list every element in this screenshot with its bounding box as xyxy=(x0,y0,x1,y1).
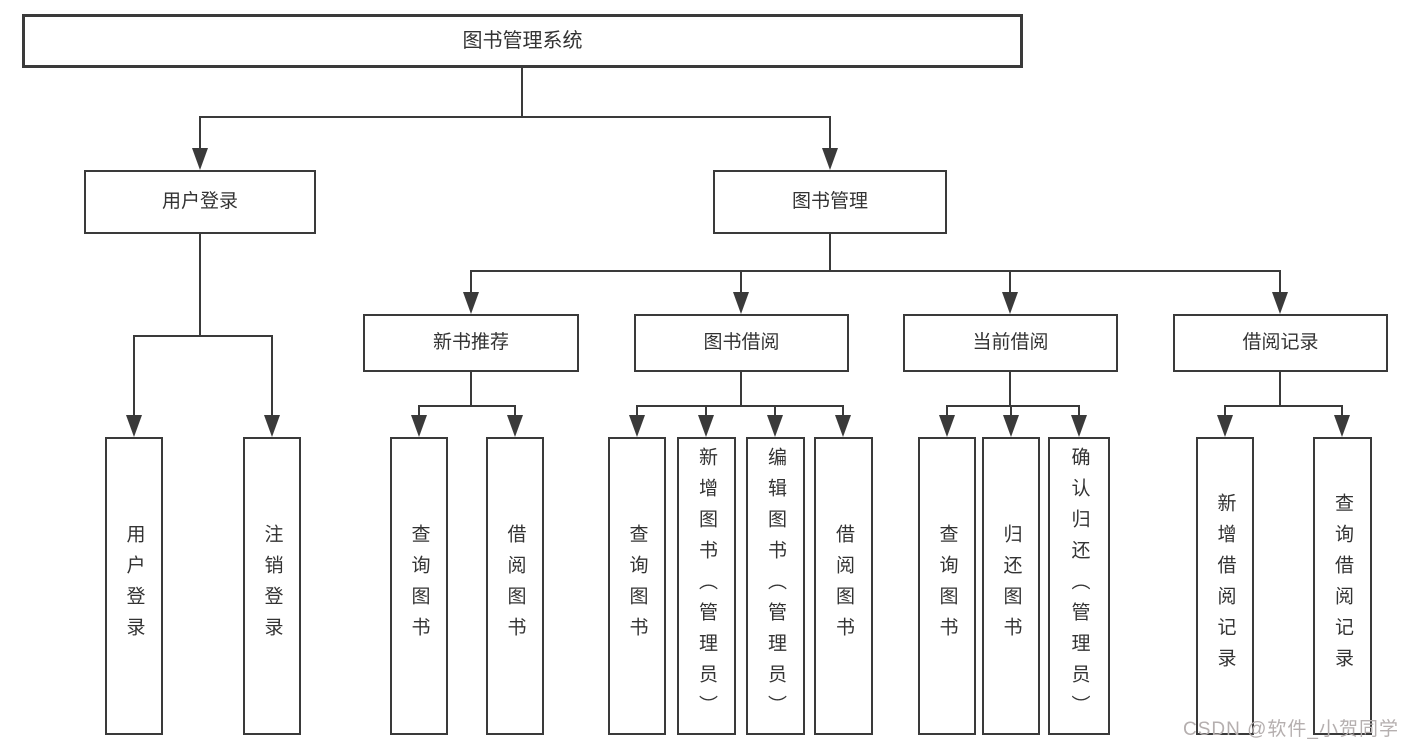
arrowhead-icon xyxy=(411,415,427,437)
leaf-borrow-books-recommend: 借阅图书 xyxy=(486,437,544,735)
leaf-label: 查询图书 xyxy=(408,524,430,648)
node-label: 当前借阅 xyxy=(972,331,1049,353)
node-label: 新书推荐 xyxy=(432,331,509,353)
arrowhead-icon xyxy=(1334,415,1350,437)
arrowhead-icon xyxy=(822,148,838,170)
arrowhead-icon xyxy=(733,292,749,314)
node-label: 图书借阅 xyxy=(703,331,780,353)
leaf-label: 编辑图书（管理员） xyxy=(765,446,786,726)
node-label: 借阅记录 xyxy=(1242,331,1319,353)
arrowhead-icon xyxy=(1071,415,1087,437)
arrowhead-icon xyxy=(629,415,645,437)
leaf-label: 查询图书 xyxy=(626,524,648,648)
arrowhead-icon xyxy=(1003,415,1019,437)
node-new-book-recommend: 新书推荐 xyxy=(363,314,579,372)
leaf-edit-books-admin: 编辑图书（管理员） xyxy=(746,437,805,735)
leaf-label: 新增借阅记录 xyxy=(1214,493,1236,679)
leaf-query-books-borrow: 查询图书 xyxy=(608,437,666,735)
leaf-label: 借阅图书 xyxy=(504,524,526,648)
leaf-label: 查询借阅记录 xyxy=(1332,493,1353,679)
arrowhead-icon xyxy=(939,415,955,437)
arrowhead-icon xyxy=(264,415,280,437)
csdn-watermark: CSDN @软件_小贺同学 xyxy=(1183,719,1399,740)
arrowhead-icon xyxy=(1002,292,1018,314)
arrowhead-icon xyxy=(1272,292,1288,314)
arrowhead-icon xyxy=(835,415,851,437)
leaf-label: 借阅图书 xyxy=(833,524,854,648)
leaf-label: 归还图书 xyxy=(1000,524,1022,648)
leaf-label: 新增图书（管理员） xyxy=(696,446,717,726)
arrowhead-icon xyxy=(126,415,142,437)
node-system-root: 图书管理系统 xyxy=(22,14,1023,68)
leaf-query-books-recommend: 查询图书 xyxy=(390,437,448,735)
leaf-add-borrow-record: 新增借阅记录 xyxy=(1196,437,1254,735)
arrowhead-icon xyxy=(507,415,523,437)
node-label: 图书管理 xyxy=(791,190,868,212)
leaf-query-books-current: 查询图书 xyxy=(918,437,976,735)
leaf-borrow-books: 借阅图书 xyxy=(814,437,873,735)
arrowhead-icon xyxy=(192,148,208,170)
leaf-add-books-admin: 新增图书（管理员） xyxy=(677,437,736,735)
node-borrow-records: 借阅记录 xyxy=(1173,314,1388,372)
node-current-borrow: 当前借阅 xyxy=(903,314,1118,372)
arrowhead-icon xyxy=(1217,415,1233,437)
arrowhead-icon xyxy=(698,415,714,437)
leaf-query-borrow-record: 查询借阅记录 xyxy=(1313,437,1372,735)
node-label: 用户登录 xyxy=(161,190,238,212)
leaf-return-books: 归还图书 xyxy=(982,437,1040,735)
leaf-label: 确认归还（管理员） xyxy=(1068,446,1090,726)
node-user-login-module: 用户登录 xyxy=(84,170,316,234)
node-label: 图书管理系统 xyxy=(462,30,583,52)
leaf-label: 注销登录 xyxy=(261,524,283,648)
leaf-label: 用户登录 xyxy=(123,524,145,648)
leaf-logout: 注销登录 xyxy=(243,437,301,735)
leaf-label: 查询图书 xyxy=(936,524,958,648)
node-book-borrow: 图书借阅 xyxy=(634,314,849,372)
leaf-confirm-return-admin: 确认归还（管理员） xyxy=(1048,437,1110,735)
arrowhead-icon xyxy=(767,415,783,437)
node-book-management-module: 图书管理 xyxy=(713,170,947,234)
leaf-user-login: 用户登录 xyxy=(105,437,163,735)
arrowhead-icon xyxy=(463,292,479,314)
